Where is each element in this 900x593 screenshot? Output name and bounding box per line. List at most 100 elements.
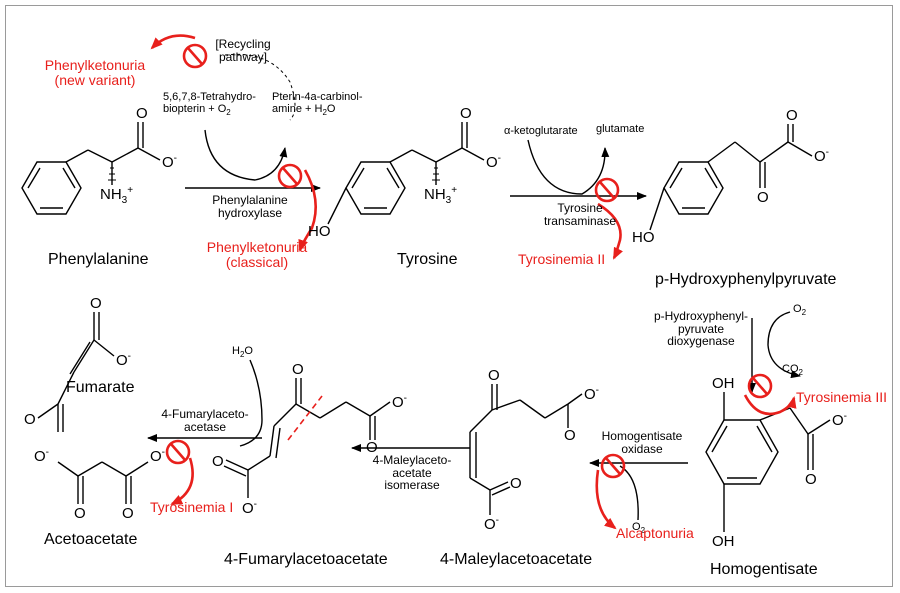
hpp-ho: HO (632, 229, 655, 246)
faa-keto-o: O (292, 361, 304, 378)
fum-carboxyl-o1: O- (116, 351, 132, 369)
arrow-to-pku-classical (298, 169, 318, 252)
bh4-line2: biopterin + O2 (163, 102, 231, 117)
enzyme-hgd-line1: Homogentisate (601, 429, 683, 443)
compound-maleylacetoacetate: 4-Maleylacetoacetate (440, 551, 593, 568)
aa-carbonyl-o: O (122, 505, 134, 522)
o2-hgd-curve (619, 465, 639, 521)
co2-cofactor: CO2 (782, 363, 803, 378)
pku-variant-line2: (new variant) (54, 71, 136, 88)
tyr-nh3: NH3+ (424, 185, 458, 206)
block-hppd-icon (747, 373, 773, 399)
h2o-curve (239, 359, 263, 447)
enzyme-pah: Phenylalanine hydroxylase (195, 194, 305, 219)
hpp-carboxyl-o: O- (814, 147, 830, 165)
carbinolamine-cofactor: Pterin-4a-carbinol- amine + H2O (272, 91, 363, 117)
akg-cofactor: α-ketoglutarate (504, 125, 578, 137)
block-fah-icon (165, 439, 191, 465)
enzyme-pah-line2: hydroxylase (217, 205, 283, 220)
enzyme-fah-line1: 4-Fumarylaceto- (161, 407, 249, 421)
enzyme-fah-line2: acetase (183, 419, 227, 434)
faa-carboxyl-o1: O- (392, 393, 408, 411)
cleavage-mark (287, 395, 323, 441)
enzyme-hppd-line2: pyruvate (677, 321, 725, 336)
recycling-line1: [Recycling (215, 37, 271, 51)
hpp-structure (649, 124, 813, 231)
block-pah-icon (277, 163, 303, 189)
compound-phenylalanine: Phenylalanine (48, 251, 149, 268)
block-tat-icon (594, 177, 620, 203)
maa-carboxyl-o1: O- (584, 385, 600, 403)
compound-tyrosine: Tyrosine (397, 251, 458, 268)
hga-carboxyl-o: O- (832, 411, 848, 429)
phe-nh3: NH3+ (100, 185, 134, 206)
enzyme-blocks (150, 34, 797, 530)
hga-carbonyl-o: O (805, 471, 817, 488)
compound-homogentisate: Homogentisate (710, 561, 818, 578)
bh4-cofactor: 5,6,7,8-Tetrahydro- biopterin + O2 (163, 91, 256, 117)
maa-carboxyl-o2: O- (484, 515, 500, 533)
disease-pku-new-variant: Phenylketonuria (new variant) (34, 58, 156, 87)
reaction-arrows (147, 129, 801, 521)
enzyme-maai-line3: isomerase (384, 478, 440, 493)
hpp-keto-o: O (757, 189, 769, 206)
enzyme-tat: Tyrosine transaminase (530, 202, 630, 227)
fum-carboxyl-o2: O- (34, 447, 50, 465)
akg-curve (527, 139, 610, 195)
compound-acetoacetate: Acetoacetate (44, 531, 138, 548)
homogentisate-structure (705, 392, 831, 532)
arrow-to-tyr1 (170, 457, 194, 506)
enzyme-maai-line2: acetate (392, 465, 432, 480)
arrow-to-tyr3 (743, 394, 797, 416)
enzyme-fah: 4-Fumarylaceto- acetase (150, 408, 260, 433)
maleylacetoacetate-structure (469, 384, 583, 515)
disease-tyrosinemia-3: Tyrosinemia III (796, 389, 888, 405)
compound-fumarylacetoacetate: 4-Fumarylacetoacetate (224, 551, 388, 568)
bh4-line1: 5,6,7,8-Tetrahydro- (163, 91, 256, 103)
enzyme-hppd-line1: p-Hydroxyphenyl- (653, 309, 749, 323)
enzyme-hgd: Homogentisate oxidase (592, 430, 692, 455)
hga-oh-top: OH (712, 375, 735, 392)
hga-oh-bottom: OH (712, 533, 735, 550)
compound-hpp: p-Hydroxyphenylpyruvate (655, 271, 837, 288)
stereo-hash-bonds (108, 167, 440, 181)
faa-carbonyl-o1: O (366, 439, 378, 456)
recycling-dashed-curve (224, 53, 296, 121)
faa-carboxyl-o2: O- (242, 499, 258, 517)
fum-carbonyl-o2: O (24, 411, 36, 428)
enzyme-hppd-line3: dioxygenase (667, 334, 735, 349)
disease-tyrosinemia-1: Tyrosinemia I (150, 499, 234, 515)
maa-carbonyl-o1: O (564, 427, 576, 444)
acetoacetate-structure (57, 461, 149, 504)
arrow-to-alcaptonuria (595, 469, 617, 530)
enzyme-hppd: p-Hydroxyphenyl- pyruvate dioxygenase (646, 310, 756, 348)
enzyme-maai: 4-Maleylaceto- acetate isomerase (362, 454, 462, 492)
glutamate-cofactor: glutamate (596, 123, 645, 135)
phenylalanine-structure (21, 122, 161, 215)
carbinol-line1: Pterin-4a-carbinol- (272, 91, 363, 103)
tyr-ho: HO (308, 223, 331, 240)
pku-classical-line2: (classical) (225, 253, 289, 270)
o2-co2-curve (767, 311, 801, 379)
tyr-carboxyl-o: O- (486, 153, 502, 171)
phe-carbonyl-o: O (136, 105, 148, 122)
disease-alcaptonuria: Alcaptonuria (616, 525, 694, 541)
fum-carbonyl-o1: O (90, 295, 102, 312)
compound-fumarate: Fumarate (66, 379, 135, 396)
hpp-carbonyl-o: O (786, 107, 798, 124)
enzyme-hgd-line2: oxidase (621, 441, 663, 456)
enzyme-maai-line1: 4-Maleylaceto- (372, 453, 452, 467)
phe-carboxyl-o: O- (162, 153, 178, 171)
faa-carbonyl-o2: O (212, 453, 224, 470)
enzyme-tat-line2: transaminase (543, 213, 617, 228)
tyr-carbonyl-o: O (460, 105, 472, 122)
aa-carboxyl-o: O- (150, 447, 166, 465)
maa-keto-o: O (488, 367, 500, 384)
disease-tyrosinemia-2: Tyrosinemia II (518, 251, 606, 267)
block-hgd-icon (600, 453, 626, 479)
fumarate-structure (37, 312, 115, 432)
h2o-fah-cofactor: H2O (232, 345, 253, 360)
recycling-pathway-label: [Recycling pathway] (208, 38, 278, 63)
